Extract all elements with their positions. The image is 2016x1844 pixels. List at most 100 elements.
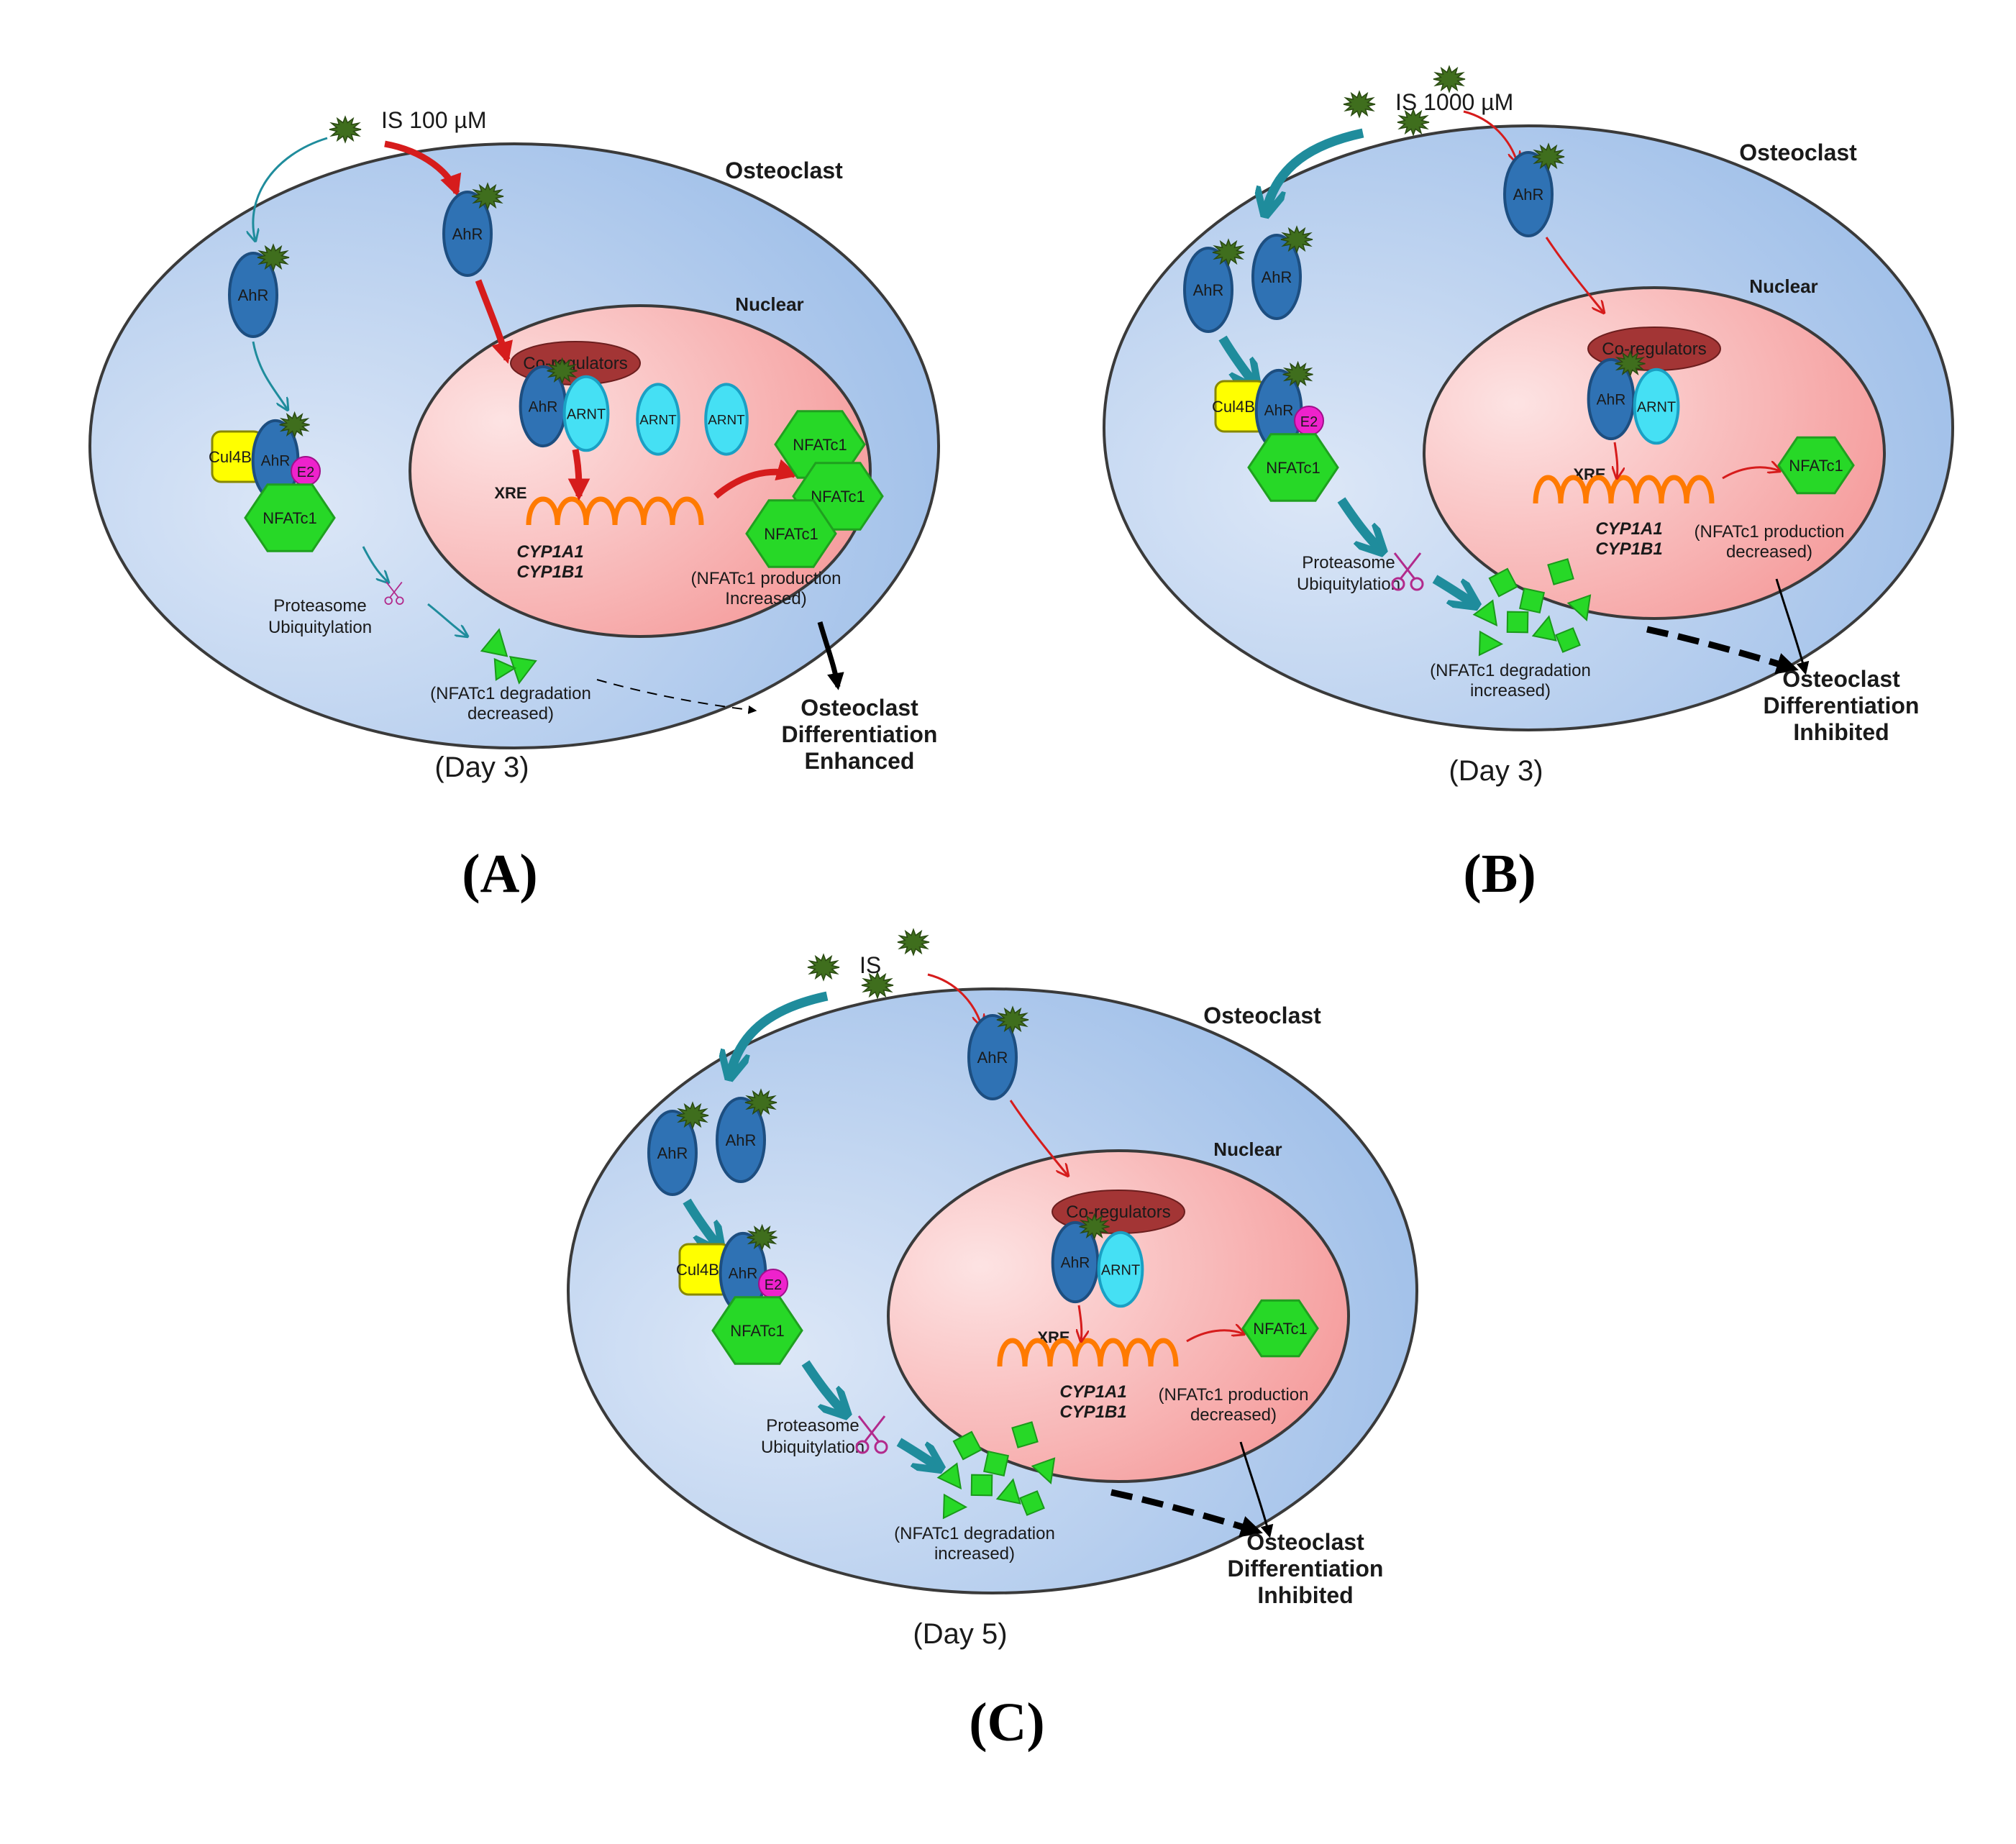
red-to-nucleus-arrow [475, 279, 513, 364]
is-label: IS [859, 952, 881, 978]
scissors-handle [874, 1440, 888, 1454]
osteoclast-label: Osteoclast [1739, 140, 1857, 165]
nfatc1-fragment [1472, 599, 1498, 627]
nuclear-label: Nuclear [1213, 1138, 1282, 1160]
degradation-label-line1: (NFATc1 degradation [430, 684, 591, 703]
nfatc1-label: NFATc1 [1789, 457, 1843, 475]
nfatc1-fragment [1547, 558, 1574, 585]
red-to-nucleus-arrow [1009, 1100, 1068, 1176]
degradation-label-line1: (NFATc1 degradation [1430, 661, 1591, 680]
nuclear-label: Nuclear [1749, 275, 1817, 297]
is-ligand-icon [1280, 225, 1313, 254]
nfatc1-hexagon [745, 499, 837, 568]
production-label-line2: Increased) [725, 589, 806, 608]
red-arrow [1722, 467, 1780, 480]
red-arrow [1615, 442, 1618, 478]
dashed-arrow [1110, 1489, 1263, 1538]
ahr-ellipse [228, 252, 278, 338]
arnt-protein [1097, 1231, 1144, 1308]
scissors-handle [384, 596, 393, 605]
gene-cyp1b1-label: CYP1B1 [516, 562, 583, 582]
arnt-label: ARNT [708, 413, 745, 428]
production-label-line1: (NFATc1 production [1159, 1385, 1309, 1405]
nfatc1-hexagon [1777, 436, 1855, 495]
nfatc1-hexagon [244, 483, 336, 552]
is-label: IS 100 µM [381, 107, 487, 133]
dashed-arrow [1646, 626, 1799, 675]
panel-label-c: (C) [969, 1692, 1045, 1753]
teal-entry-arrow [253, 137, 328, 241]
arnt-label: ARNT [567, 407, 606, 423]
ahr-ellipse [967, 1014, 1018, 1100]
red-entry-arrow [927, 973, 982, 1026]
nfatc1-fragment [1011, 1421, 1039, 1448]
arnt-protein [1633, 368, 1680, 445]
degradation-label-line1: (NFATc1 degradation [894, 1524, 1055, 1543]
outcome-line3: Inhibited [1793, 719, 1889, 745]
is-ligand-icon [257, 243, 290, 272]
ahr-label: AhR [238, 286, 269, 304]
osteoclast-label: Osteoclast [725, 158, 843, 183]
red-entry-arrow [1463, 110, 1518, 163]
is-ligand-icon [996, 1005, 1029, 1034]
red-arrow [567, 449, 590, 501]
is-ligand-icon [1397, 108, 1430, 137]
gene-cyp1b1-label: CYP1B1 [1595, 539, 1662, 559]
ahr-label: AhR [726, 1131, 757, 1149]
proteasome-label: Proteasome [766, 1416, 859, 1436]
is-label: IS 1000 µM [1395, 89, 1513, 115]
cul4b-label: Cul4B [1212, 398, 1255, 416]
production-label-line2: decreased) [1190, 1405, 1277, 1425]
black-arrow [1239, 1441, 1274, 1538]
degradation-label-line2: increased) [934, 1544, 1015, 1564]
panel-label-a: (A) [462, 844, 538, 904]
scissors-blade [1393, 552, 1416, 580]
ahr-label: AhR [1061, 1255, 1090, 1272]
nfatc1-hexagon [711, 1296, 803, 1365]
scissors-blade [386, 581, 399, 598]
nucleus [887, 1149, 1350, 1483]
ahr-ellipse [442, 191, 493, 277]
e2-label: E2 [297, 465, 314, 480]
nfatc1-fragment [1519, 588, 1545, 613]
dashed-arrow [596, 679, 757, 714]
is-ligand-icon [471, 182, 504, 211]
nfatc1-hexagon [1247, 433, 1339, 502]
teal-entry-arrow [730, 991, 829, 1075]
nucleus [1423, 286, 1886, 620]
ahr-label: AhR [977, 1049, 1008, 1067]
scissors-handle [855, 1440, 870, 1454]
nfatc1-hexagon [1241, 1299, 1319, 1358]
ahr-ellipse [716, 1097, 766, 1183]
proteasome-label: Proteasome [273, 596, 366, 616]
outcome-line3: Inhibited [1257, 1582, 1353, 1608]
gene-cyp1a1-label: CYP1A1 [1059, 1382, 1126, 1402]
ahr-label: AhR [1193, 281, 1224, 299]
day-label: (Day 3) [1449, 755, 1543, 787]
gene-cyp1a1-label: CYP1A1 [1595, 519, 1662, 539]
nfatc1-label: NFATc1 [764, 525, 818, 543]
ahr-label: AhR [452, 225, 483, 243]
is-ligand-icon [747, 1223, 777, 1251]
scissors-handle [1410, 577, 1424, 591]
is-ligand-icon [1615, 350, 1646, 378]
ahr-ellipse [647, 1110, 698, 1196]
arnt-protein [704, 383, 749, 456]
production-label-line1: (NFATc1 production [1695, 522, 1845, 542]
outcome-line2: Differentiation [1764, 693, 1920, 718]
is-ligand-icon [329, 115, 362, 144]
coregulators-label: Co-regulators [1066, 1202, 1170, 1222]
scissors-blade [857, 1415, 880, 1443]
is-ligand-icon [1343, 90, 1376, 119]
day-label: (Day 3) [434, 752, 529, 783]
nfatc1-fragment [995, 1478, 1021, 1505]
nfatc1-fragment [970, 1474, 993, 1497]
teal-arrow [1432, 575, 1474, 604]
ahr-label: AhR [1262, 268, 1292, 286]
teal-arrow [1337, 497, 1381, 550]
ahr-ellipse [1503, 151, 1554, 237]
red-to-nucleus-arrow [1545, 237, 1604, 313]
ahr-label: AhR [1264, 403, 1294, 419]
ubiquitylation-label: Ubiquitylation [761, 1438, 865, 1457]
cul4b-label: Cul4B [209, 448, 252, 466]
